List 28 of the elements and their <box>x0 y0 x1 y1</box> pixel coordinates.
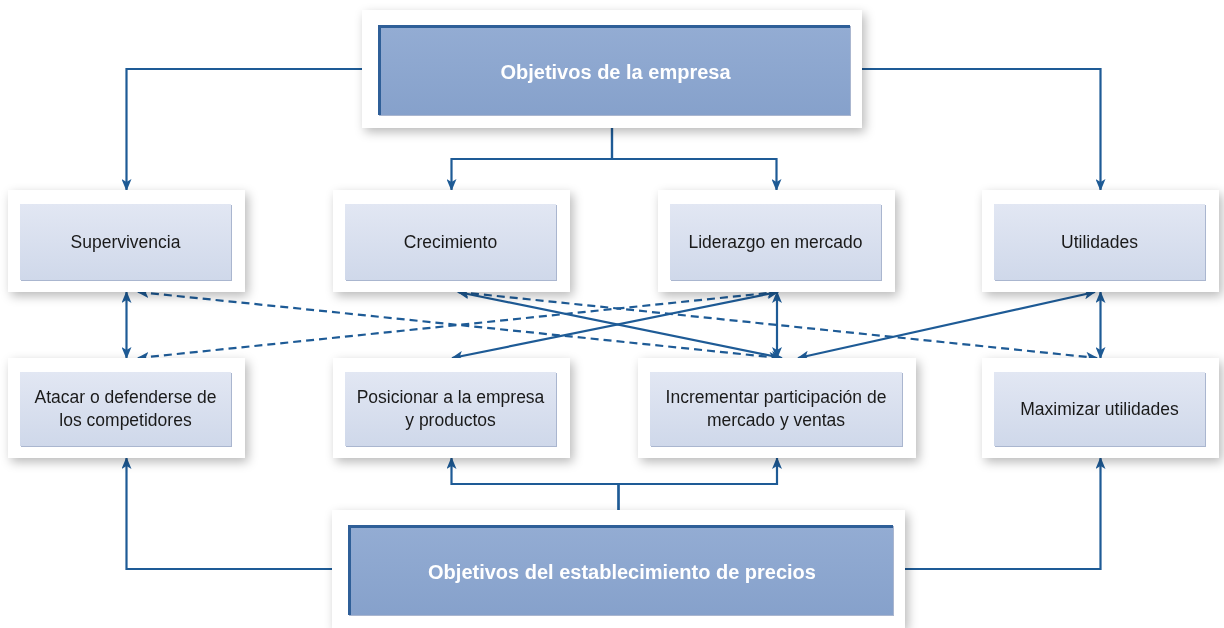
objective-box <box>8 358 245 458</box>
objective-box <box>8 190 245 292</box>
arrow <box>905 457 1106 571</box>
box-label: Atacar o defenderse de los competidores <box>33 386 218 432</box>
box-label: Posicionar a la empresa y productos <box>355 386 546 432</box>
objective-box <box>982 190 1219 292</box>
heading-box <box>332 510 905 628</box>
box-label: Liderazgo en mercado <box>688 230 863 254</box>
objective-box <box>982 358 1219 458</box>
arrow <box>610 128 782 191</box>
objective-box <box>638 358 916 458</box>
box-label: Utilidades <box>1061 230 1138 254</box>
box-label: Incrementar participación de mercado y ventas <box>664 386 888 432</box>
box-label: Objetivos del establecimiento de precios <box>428 559 816 585</box>
box-label: Supervivencia <box>70 230 181 254</box>
arrow <box>121 67 362 191</box>
arrow <box>121 457 332 571</box>
arrow <box>1095 291 1106 359</box>
objective-box <box>333 190 570 292</box>
box-label: Objetivos de la empresa <box>500 59 731 85</box>
arrow <box>617 457 782 510</box>
objective-box <box>333 358 570 458</box>
arrow <box>862 67 1106 191</box>
objective-box <box>658 190 895 292</box>
heading-box <box>362 10 862 128</box>
box-label: Crecimiento <box>403 230 498 254</box>
box-label: Maximizar utilidades <box>1020 397 1179 421</box>
arrow <box>121 291 132 359</box>
